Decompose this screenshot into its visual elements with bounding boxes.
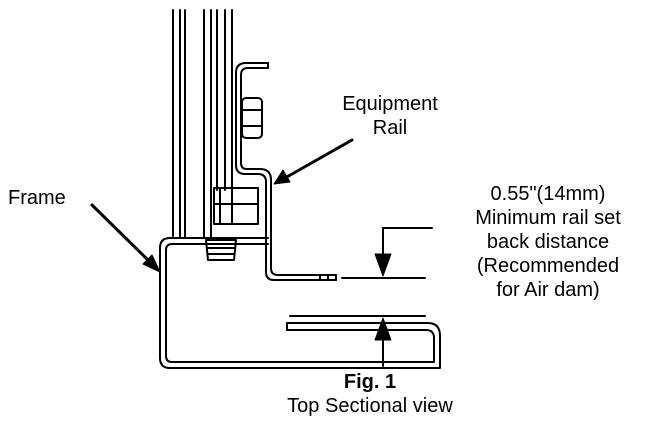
- dimension-arrow-bottom: [374, 317, 392, 367]
- bolt-icon: [241, 97, 263, 139]
- figure-number: Fig. 1: [343, 371, 397, 393]
- dimension-arrow-top: [374, 227, 433, 277]
- frame-label: Frame: [8, 187, 66, 209]
- dimension-value: 0.55"(14mm): [490, 183, 606, 205]
- frame-upright: [172, 9, 233, 241]
- figure-caption-block: Fig. 1 Top Sectional view: [250, 370, 490, 418]
- note-line-4: for Air dam): [496, 279, 600, 301]
- dimension-lines: [289, 277, 426, 317]
- equipment-rail-label-line2: Rail: [372, 117, 408, 139]
- figure-caption: Top Sectional view: [287, 395, 453, 417]
- equipment-rail: [235, 62, 337, 281]
- nut-icon: [205, 239, 237, 261]
- frame-leader: [90, 203, 161, 273]
- dimension-note: 0.55"(14mm) Minimum rail set back distan…: [448, 182, 648, 302]
- note-line-1: Minimum rail set: [475, 207, 621, 229]
- equipment-rail-leader: [273, 138, 354, 185]
- note-line-2: back distance: [486, 231, 610, 253]
- equipment-rail-label: Equipment Rail: [338, 92, 442, 140]
- equipment-rail-label-line1: Equipment: [342, 93, 438, 115]
- note-line-3: (Recommended: [476, 255, 620, 277]
- rail-clip: [213, 187, 259, 225]
- frame-profile: [159, 237, 441, 369]
